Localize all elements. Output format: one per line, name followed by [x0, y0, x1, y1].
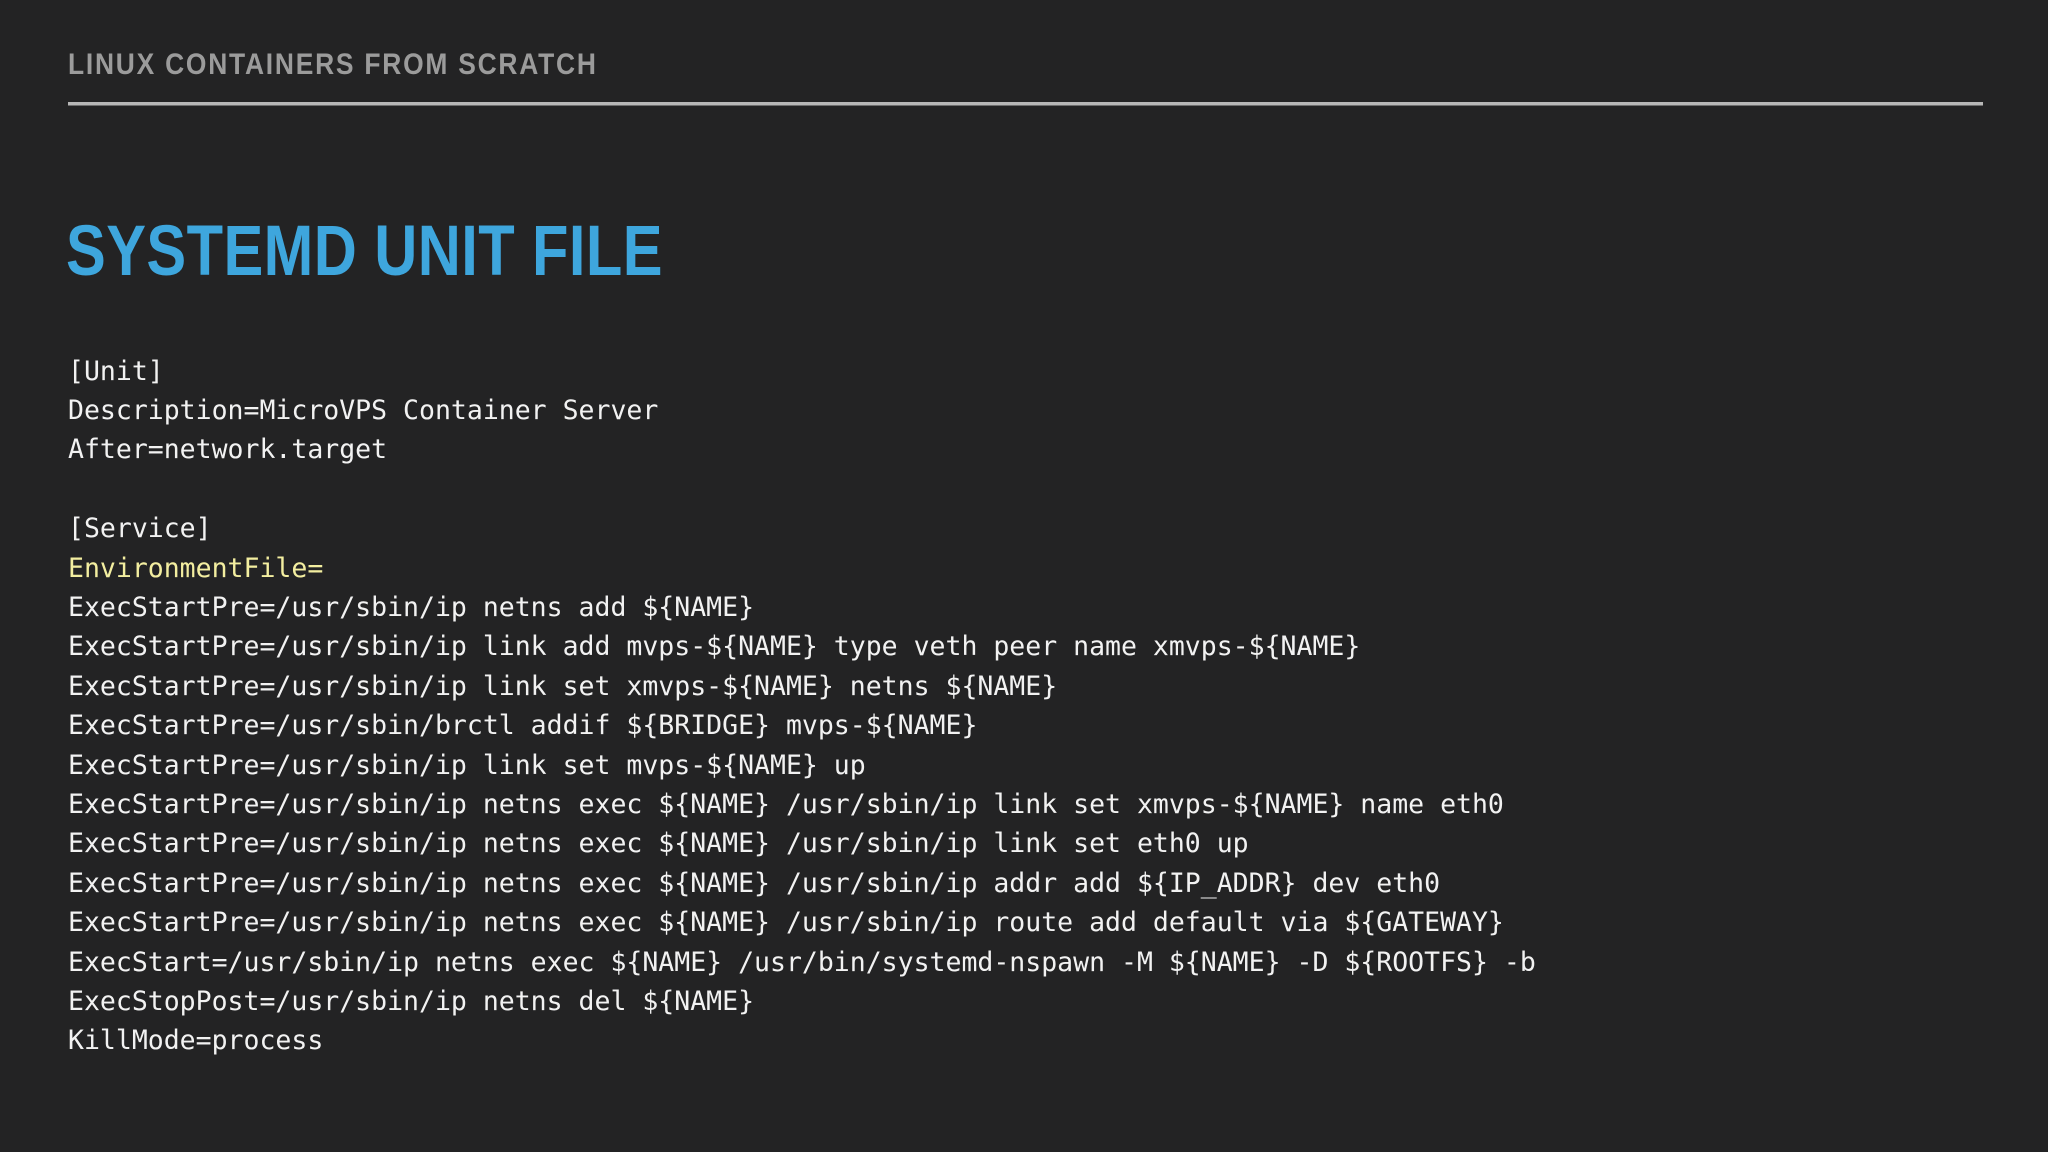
code-block: [Unit] Description=MicroVPS Container Ser…	[68, 352, 1536, 1061]
code-line: ExecStartPre=/usr/sbin/ip link set xmvps…	[68, 670, 1058, 702]
code-line: ExecStartPre=/usr/sbin/brctl addif ${BRI…	[68, 710, 978, 742]
code-line: ExecStart=/usr/sbin/ip netns exec ${NAME…	[68, 946, 1536, 978]
code-line: KillMode=process	[68, 1025, 324, 1057]
slide-header: LINUX CONTAINERS FROM SCRATCH	[68, 48, 1983, 106]
page-title: SYSTEMD UNIT FILE	[66, 211, 663, 291]
code-line: ExecStopPost=/usr/sbin/ip netns del ${NA…	[68, 986, 755, 1017]
code-line: After=network.target	[68, 434, 388, 466]
code-line: [Unit]	[68, 355, 164, 387]
code-content: [Unit] Description=MicroVPS Container Ser…	[68, 352, 1536, 1061]
code-line: ExecStartPre=/usr/sbin/ip netns add ${NA…	[68, 591, 755, 623]
code-line: ExecStartPre=/usr/sbin/ip link add mvps-…	[68, 631, 1361, 663]
code-line: EnvironmentFile=	[68, 552, 324, 584]
code-line: ExecStartPre=/usr/sbin/ip netns exec ${N…	[68, 828, 1249, 860]
code-line: ExecStartPre=/usr/sbin/ip netns exec ${N…	[68, 867, 1441, 899]
slide-kicker: LINUX CONTAINERS FROM SCRATCH	[68, 48, 598, 81]
code-line: [Service]	[68, 513, 212, 545]
code-line: Description=MicroVPS Container Server	[68, 394, 659, 426]
code-line: ExecStartPre=/usr/sbin/ip netns exec ${N…	[68, 788, 1504, 820]
code-line: ExecStartPre=/usr/sbin/ip link set mvps-…	[68, 749, 866, 781]
code-line: ExecStartPre=/usr/sbin/ip netns exec ${N…	[68, 907, 1504, 939]
code-line	[68, 470, 1536, 509]
header-divider	[68, 102, 1983, 106]
